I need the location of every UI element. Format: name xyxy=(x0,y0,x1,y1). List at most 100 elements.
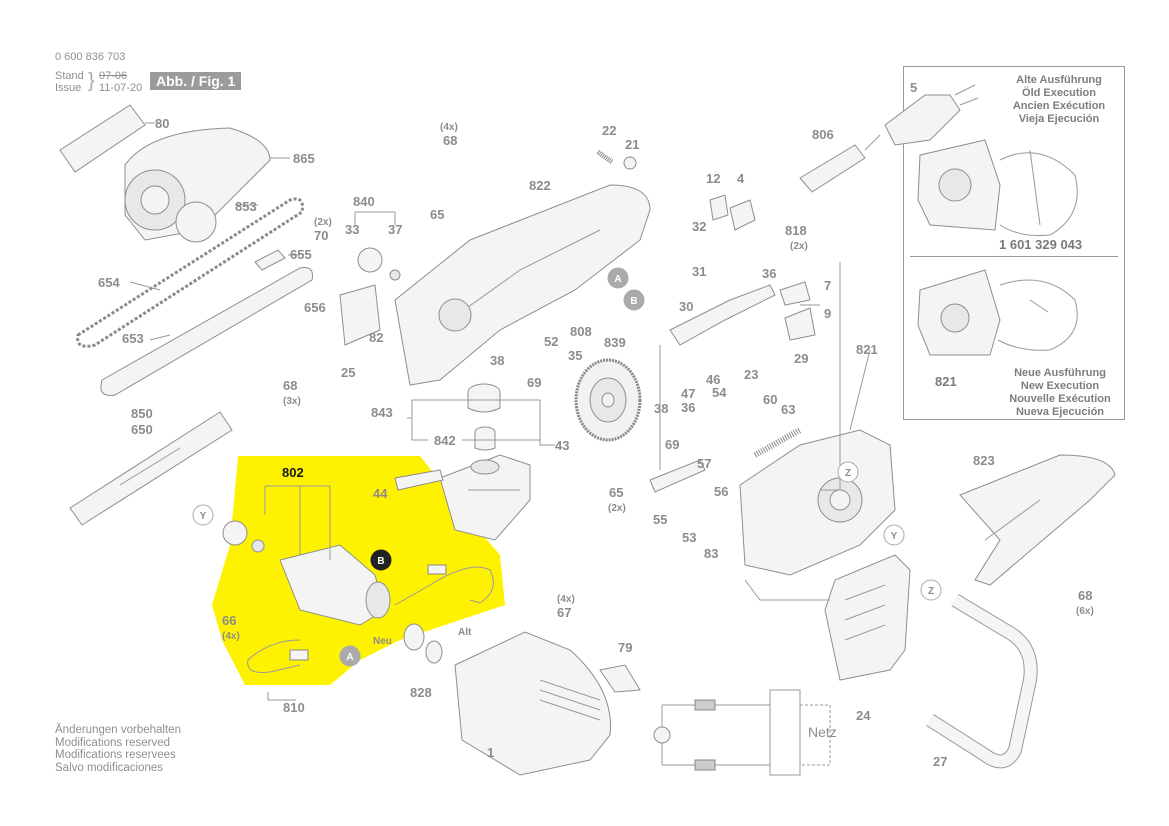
label-55: 55 xyxy=(653,512,667,527)
label-65-top: 65 xyxy=(430,207,444,222)
label-828: 828 xyxy=(410,685,432,700)
label-43: 43 xyxy=(555,438,569,453)
qty-68-right: (6x) xyxy=(1076,606,1094,617)
label-68-right: 68 xyxy=(1078,588,1092,603)
circuit-diagram xyxy=(653,689,831,776)
old-caption-es: Vieja Ejecución xyxy=(1018,113,1100,125)
label-68-top: 68 xyxy=(443,133,457,148)
bar-653-drawing xyxy=(100,267,313,396)
qty-68-left: (3x) xyxy=(283,396,301,407)
label-9: 9 xyxy=(824,306,831,321)
label-655: 655 xyxy=(290,247,312,262)
label-31: 31 xyxy=(692,264,706,279)
plate-655-drawing xyxy=(254,249,286,271)
label-853: 853 xyxy=(235,199,257,214)
footer-line-de: Änderungen vorbehalten xyxy=(55,724,181,736)
footer-notes: Änderungen vorbehalten Modifications res… xyxy=(55,724,181,774)
label-23: 23 xyxy=(744,367,758,382)
label-52: 52 xyxy=(544,334,558,349)
label-25: 25 xyxy=(341,365,355,380)
plug-5-drawing xyxy=(884,84,979,146)
label-83: 83 xyxy=(704,546,718,561)
label-53: 53 xyxy=(682,530,696,545)
label-67: 67 xyxy=(557,605,571,620)
label-654: 654 xyxy=(98,275,120,290)
oil-tank-drawing xyxy=(394,383,531,541)
cover-865-drawing xyxy=(124,127,271,243)
label-802: 802 xyxy=(282,465,304,480)
issue-label: Issue xyxy=(55,82,82,94)
marker-b-motor: B xyxy=(370,549,392,571)
label-37: 37 xyxy=(388,222,402,237)
svg-text:Y: Y xyxy=(891,531,898,542)
label-650: 650 xyxy=(131,422,153,437)
label-24: 24 xyxy=(856,708,871,723)
label-865: 865 xyxy=(293,151,315,166)
clamp-82-drawing xyxy=(339,284,381,346)
leader-lines xyxy=(129,122,871,701)
spring-22-drawing xyxy=(596,149,614,165)
label-810: 810 xyxy=(283,700,305,715)
label-843: 843 xyxy=(371,405,393,420)
label-36-top: 36 xyxy=(762,266,776,281)
label-33: 33 xyxy=(345,222,359,237)
marker-z-housing: Z xyxy=(837,461,859,483)
issue-date: 11-07-20 xyxy=(99,82,143,94)
marker-y-housing: Y xyxy=(883,524,905,546)
marker-z-handle: Z xyxy=(920,579,942,601)
label-47: 47 xyxy=(681,386,695,401)
housing-821-drawing xyxy=(739,429,896,576)
chain-654-drawing xyxy=(76,197,304,348)
qty-68-top: (4x) xyxy=(440,122,458,133)
plate-79-drawing xyxy=(599,664,641,693)
label-69-right: 69 xyxy=(665,437,679,452)
guide-650-drawing xyxy=(69,411,233,526)
label-1: 1 xyxy=(487,745,494,760)
label-21: 21 xyxy=(625,137,639,152)
label-821: 821 xyxy=(856,342,878,357)
footer-line-fr: Modifications reservees xyxy=(55,749,176,761)
footer-line-en: Modifications reserved xyxy=(55,736,171,749)
label-alt: Alt xyxy=(458,627,472,638)
svg-text:B: B xyxy=(377,556,384,567)
old-part-number: 1 601 329 043 xyxy=(999,237,1083,252)
label-656: 656 xyxy=(304,300,326,315)
label-80: 80 xyxy=(155,116,169,131)
label-68-left: 68 xyxy=(283,378,297,393)
lever-30-drawing xyxy=(669,284,776,346)
old-caption-de: Alte Ausführung xyxy=(1016,74,1102,86)
label-63: 63 xyxy=(781,402,795,417)
label-850: 850 xyxy=(131,406,153,421)
new-caption-es: Nueva Ejecución xyxy=(1015,406,1105,418)
gear-839-drawing xyxy=(574,358,642,442)
inset-new-housing-drawing xyxy=(917,269,1078,356)
label-12: 12 xyxy=(706,171,720,186)
label-46: 46 xyxy=(706,372,720,387)
label-70: 70 xyxy=(314,228,328,243)
guard-823-drawing xyxy=(959,454,1116,586)
label-neu: Neu xyxy=(373,636,392,647)
marker-y-left: Y xyxy=(192,504,214,526)
label-35: 35 xyxy=(568,348,582,363)
svg-text:Z: Z xyxy=(845,468,851,479)
stand-label: Stand xyxy=(55,70,84,82)
label-822: 822 xyxy=(529,178,551,193)
label-65-bottom: 65 xyxy=(609,485,623,500)
bracket-55-drawing xyxy=(649,459,706,493)
part-labels: 80 865 853 654 655 653 (2x) 70 656 840 3… xyxy=(98,80,1094,769)
footer-line-es: Salvo modificaciones xyxy=(55,761,164,774)
nut-21-drawing xyxy=(623,156,637,170)
motor-housing-1-drawing xyxy=(454,631,611,776)
label-842: 842 xyxy=(434,433,456,448)
label-66: 66 xyxy=(222,613,236,628)
label-57: 57 xyxy=(697,456,711,471)
svg-text:A: A xyxy=(614,274,621,285)
housing-822-drawing xyxy=(394,184,651,386)
label-818: 818 xyxy=(785,223,807,238)
old-caption-fr: Ancien Exécution xyxy=(1012,100,1106,112)
old-caption-en: Öld Execution xyxy=(1022,87,1096,99)
qty-65-bottom: (2x) xyxy=(608,503,626,514)
cover-80-drawing xyxy=(59,104,146,173)
label-56: 56 xyxy=(714,484,728,499)
qty-818: (2x) xyxy=(790,241,808,252)
